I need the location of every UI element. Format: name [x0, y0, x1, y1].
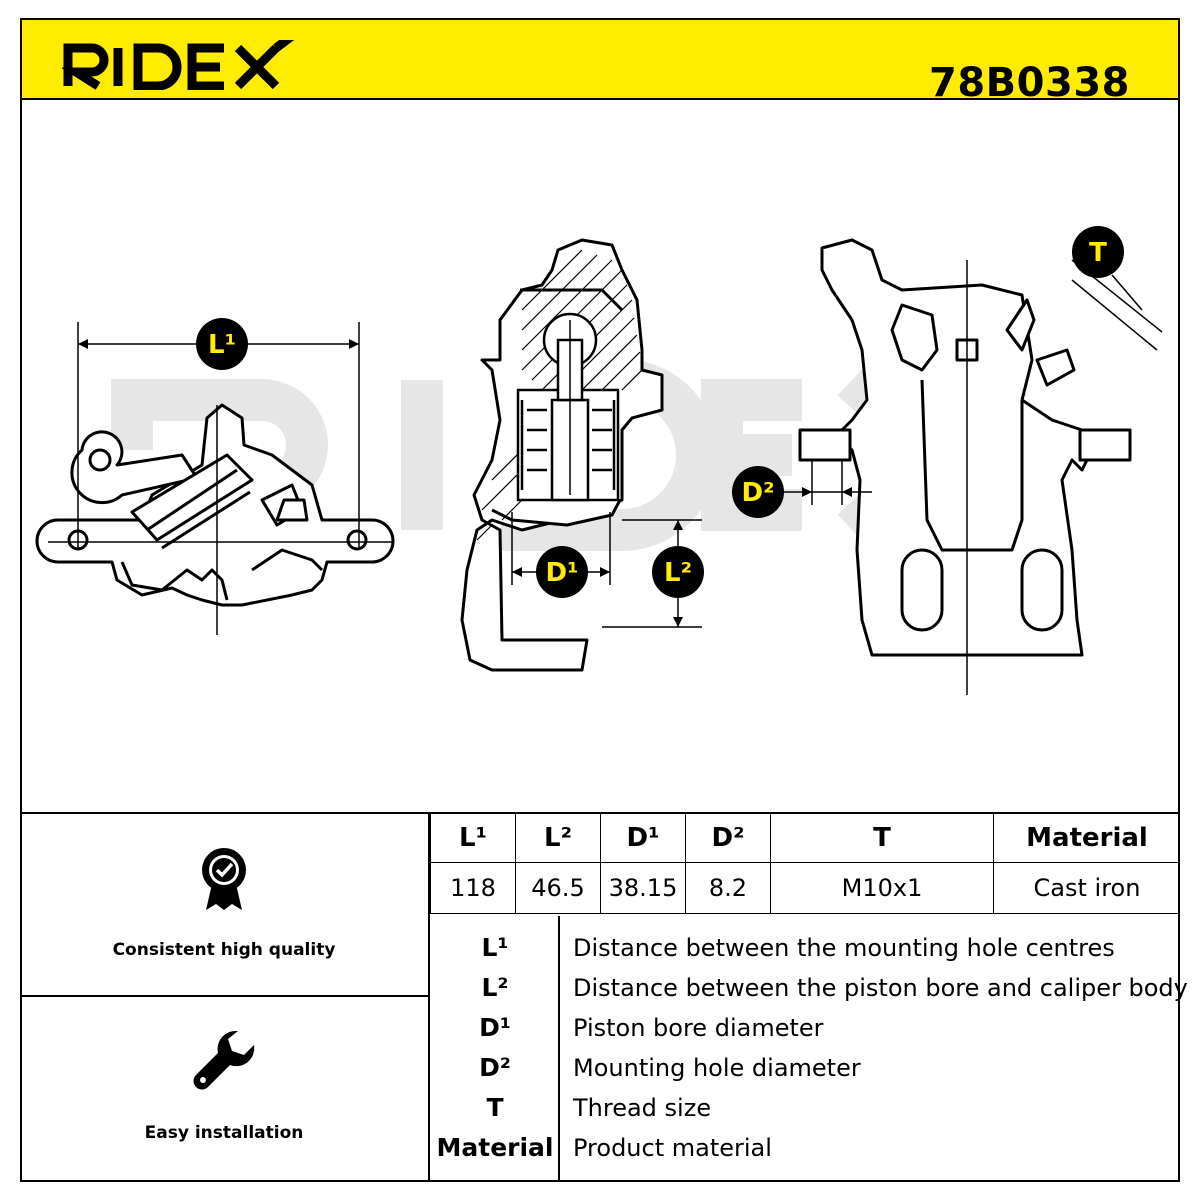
spec-header-material: Material [993, 814, 1180, 863]
spec-value-l2: 46.5 [515, 862, 601, 914]
spec-value-row: 118 46.5 38.15 8.2 M10x1 Cast iron [430, 862, 1180, 914]
spec-header-l2: L² [515, 814, 601, 863]
benefit-quality: Consistent high quality [20, 812, 428, 995]
svg-text:L¹: L¹ [208, 330, 236, 360]
spec-header-d1: D¹ [600, 814, 686, 863]
legend-row: D² Mounting hole diameter [432, 1048, 1178, 1088]
legend-key: D² [479, 1053, 511, 1082]
legend-row: T Thread size [432, 1088, 1178, 1128]
benefit-separator [20, 995, 428, 997]
benefits-panel: Consistent high quality Easy installatio… [20, 812, 430, 1182]
part-number: 78B0338 [929, 60, 1130, 106]
label-l1: L¹ [196, 318, 248, 370]
spec-table: L¹ L² D¹ D² T Material 118 46.5 38.15 8.… [430, 814, 1180, 914]
legend-description: Distance between the piston bore and cal… [573, 974, 1188, 1002]
spec-header-row: L¹ L² D¹ D² T Material [430, 814, 1180, 863]
svg-text:D¹: D¹ [546, 558, 579, 588]
ridex-logo [62, 40, 295, 90]
legend-description: Distance between the mounting hole centr… [573, 934, 1115, 962]
legend-key: L¹ [481, 933, 509, 962]
caliper-back-view [798, 238, 1132, 657]
wrench-icon [193, 1030, 255, 1090]
legend-key: L² [481, 973, 509, 1002]
spec-value-material: Cast iron [993, 862, 1180, 914]
quality-badge-icon [202, 848, 246, 910]
benefit-caption: Easy installation [144, 1123, 304, 1143]
benefit-caption: Consistent high quality [112, 940, 336, 960]
legend-description: Mounting hole diameter [573, 1054, 861, 1082]
label-d2: D² [732, 466, 784, 518]
svg-text:T: T [1089, 238, 1107, 268]
spec-header-t: T [770, 814, 994, 863]
legend-row: Material Product material [432, 1128, 1178, 1168]
legend: L¹ Distance between the mounting hole ce… [432, 916, 1188, 1180]
spec-value-d2: 8.2 [685, 862, 771, 914]
legend-key: Material [436, 1133, 554, 1162]
legend-key: T [486, 1093, 504, 1122]
legend-key: D¹ [479, 1013, 511, 1042]
svg-text:D²: D² [742, 478, 775, 508]
header-bar: 78B0338 [20, 18, 1180, 106]
spec-value-t: M10x1 [770, 862, 994, 914]
spec-header-d2: D² [685, 814, 771, 863]
svg-text:L²: L² [664, 558, 692, 588]
legend-row: L² Distance between the piston bore and … [432, 968, 1188, 1008]
legend-description: Product material [573, 1134, 772, 1162]
legend-divider [558, 916, 560, 1180]
label-l2: L² [652, 546, 704, 598]
benefit-installation: Easy installation [20, 997, 428, 1180]
legend-description: Piston bore diameter [573, 1014, 824, 1042]
section-divider [20, 812, 1180, 814]
label-t: T [1072, 226, 1124, 278]
label-d1: D¹ [536, 546, 588, 598]
caliper-top-view [35, 403, 395, 607]
legend-description: Thread size [573, 1094, 712, 1122]
spec-value-d1: 38.15 [600, 862, 686, 914]
legend-row: D¹ Piston bore diameter [432, 1008, 1178, 1048]
spec-value-l1: 118 [430, 862, 516, 914]
legend-row: L¹ Distance between the mounting hole ce… [432, 928, 1178, 968]
caliper-drawing: L¹ D¹ L² [35, 226, 1163, 695]
spec-header-l1: L¹ [430, 814, 516, 863]
